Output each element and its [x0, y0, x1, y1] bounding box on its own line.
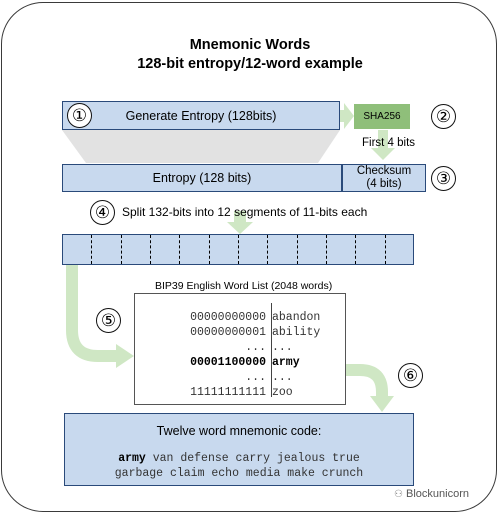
segment-divider	[355, 235, 357, 264]
segment-divider	[326, 235, 327, 264]
arrow-to-wordlist	[66, 265, 118, 362]
arrow-to-mnemonic	[346, 364, 388, 398]
step-6-badge: ⑥	[398, 363, 423, 388]
wordlist-bits: 00000000000	[190, 311, 266, 324]
wordlist-bits: 00000000001	[190, 326, 266, 339]
checksum-box: Checksum (4 bits)	[342, 164, 426, 192]
diagram-title: Mnemonic Words	[189, 37, 311, 53]
wordlist-word: ...	[272, 371, 293, 384]
wordlist-bits: ...	[245, 341, 266, 354]
checksum-label-line1: Checksum	[356, 165, 412, 177]
arrow-to-checksum	[371, 130, 395, 160]
mnemonic-title: Twelve word mnemonic code:	[156, 424, 322, 438]
generate-entropy-label: Generate Entropy (128bits)	[125, 108, 277, 123]
wordlist-word: abandon	[272, 311, 321, 324]
segment-divider	[208, 235, 210, 264]
checksum-label-line2: (4 bits)	[366, 178, 402, 190]
split-label: Split 132-bits into 12 segments of 11-bi…	[122, 205, 368, 219]
wordlist-bits: ...	[245, 371, 266, 384]
first-4-bits-label: First 4 bits	[362, 137, 416, 149]
wordlist-box	[134, 293, 346, 405]
entropy-label: Entropy (128 bits)	[152, 171, 252, 185]
diagram-subtitle: 128-bit entropy/12-word example	[137, 56, 363, 72]
sha256-label: SHA256	[363, 111, 401, 122]
mnemonic-line-2: garbage claim echo media make crunch	[114, 467, 364, 480]
wordlist-bits: 11111111111	[190, 386, 266, 399]
arrow-to-segments	[227, 211, 253, 234]
segment-divider	[91, 235, 93, 264]
wordlist-word: ability	[272, 326, 321, 339]
mnemonic-box: Twelve word mnemonic code: army van defe…	[64, 413, 414, 486]
step-3-badge: ③	[431, 166, 456, 191]
wordlist-word: ...	[272, 341, 293, 354]
generate-entropy-box: Generate Entropy (128bits)	[62, 101, 340, 130]
segment-divider	[238, 235, 239, 264]
wordlist-divider	[271, 303, 272, 397]
funnel-shape	[62, 130, 340, 163]
segment-divider	[384, 235, 386, 264]
mnemonic-first-word: army	[118, 452, 146, 465]
segment-divider	[120, 235, 122, 264]
segment-divider	[267, 235, 269, 264]
watermark-icon: ⚇	[394, 489, 403, 500]
wordlist-bits: 00001100000	[190, 356, 266, 369]
segment-bar	[62, 234, 414, 265]
wordlist-word: zoo	[272, 386, 293, 399]
mnemonic-line-1: army van defense carry jealous true	[65, 452, 413, 465]
step-1-badge: ①	[67, 103, 92, 128]
watermark-text: Blockunicorn	[406, 488, 470, 500]
segment-divider	[179, 235, 181, 264]
segment-divider	[296, 235, 298, 264]
wordlist-title: BIP39 English Word List (2048 words)	[155, 280, 333, 292]
sha256-box: SHA256	[354, 104, 410, 129]
mnemonic-line-1-rest: van defense carry jealous true	[145, 452, 360, 465]
step-4-badge: ④	[90, 200, 115, 225]
entropy-box: Entropy (128 bits)	[62, 164, 342, 192]
arrow-to-sha	[340, 103, 354, 129]
wordlist-word: army	[272, 356, 300, 369]
step-5-badge: ⑤	[96, 308, 121, 333]
segment-divider	[150, 235, 151, 264]
watermark: ⚇ Blockunicorn	[394, 488, 469, 500]
step-2-badge: ②	[431, 104, 456, 129]
